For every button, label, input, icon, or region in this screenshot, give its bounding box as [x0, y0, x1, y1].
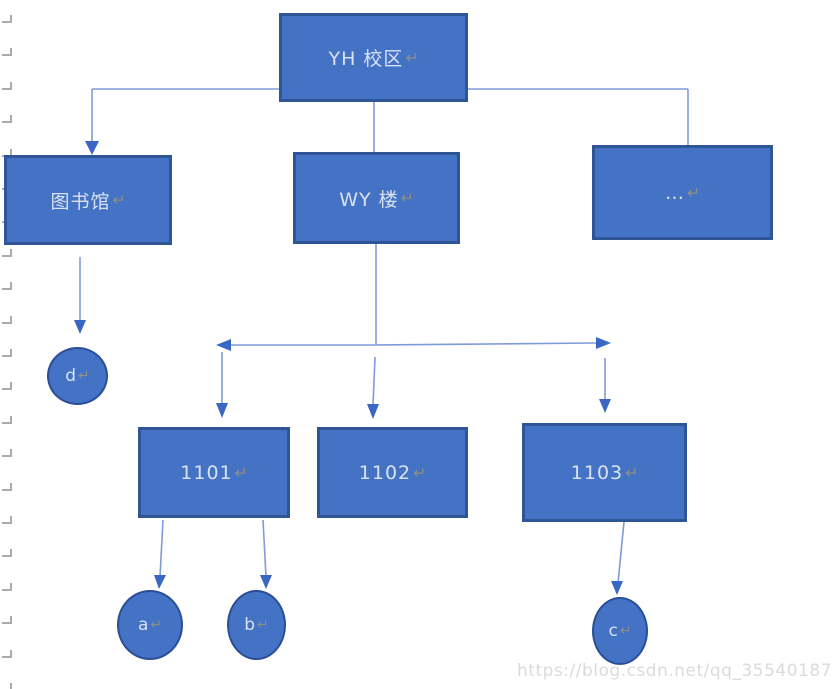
node-r1103[interactable]: 1103↵	[522, 423, 687, 522]
line-break-mark-icon: ↵	[686, 183, 701, 202]
line-break-mark-icon: ↵	[234, 463, 248, 482]
edge-r1103-c	[611, 521, 625, 595]
node-label: …	[664, 181, 685, 204]
arrowhead-icon	[596, 337, 611, 349]
node-label: a	[137, 615, 149, 635]
line-break-edge-mark-icon	[2, 415, 12, 424]
line-break-mark-icon: ↵	[625, 463, 639, 482]
node-label: 1102	[358, 461, 412, 484]
arrowhead-icon	[367, 404, 379, 419]
line-break-edge-mark-icon	[2, 115, 12, 124]
node-ellipsis[interactable]: …↵	[592, 145, 773, 240]
arrowhead-icon	[216, 339, 231, 351]
line-break-edge-mark-icon	[2, 81, 12, 90]
line-break-edge-mark-icon	[2, 616, 12, 625]
arrowhead-icon	[216, 403, 228, 418]
edge-wy-r1103	[375, 337, 611, 413]
node-label: 1101	[180, 461, 233, 484]
arrowhead-icon	[85, 141, 99, 155]
line-break-mark-icon: ↵	[150, 617, 163, 633]
node-label: b	[244, 615, 256, 635]
arrowhead-icon	[611, 581, 623, 595]
line-break-edge-mark-icon	[2, 649, 12, 658]
node-label: WY 楼	[339, 188, 399, 211]
node-r1101[interactable]: 1101↵	[138, 427, 290, 518]
node-r1102[interactable]: 1102↵	[317, 427, 468, 518]
edge-library-d	[74, 257, 86, 334]
line-break-mark-icon: ↵	[619, 623, 632, 639]
line-break-edge-mark-icon	[2, 549, 12, 558]
line-break-edge-mark-icon	[2, 516, 12, 524]
line-break-edge-mark-icon	[2, 315, 12, 324]
line-break-mark-icon: ↵	[78, 368, 90, 384]
edge-yh-library	[85, 88, 279, 155]
line-break-mark-icon: ↵	[413, 463, 427, 482]
node-a[interactable]: a↵	[117, 590, 183, 660]
line-break-edge-mark-icon	[2, 449, 12, 458]
node-wy[interactable]: WY 楼↵	[293, 152, 460, 244]
line-break-edge-mark-icon	[2, 48, 12, 57]
node-label: d	[65, 366, 77, 386]
arrowhead-icon	[599, 399, 611, 413]
node-c[interactable]: c↵	[592, 597, 648, 665]
edge-r1101-a	[154, 519, 166, 589]
line-break-edge-mark-icon	[2, 482, 12, 491]
node-label: 图书馆	[50, 190, 111, 213]
node-library[interactable]: 图书馆↵	[4, 155, 172, 245]
node-label: YH 校区	[328, 48, 404, 70]
line-break-edge-mark-icon	[2, 349, 12, 357]
line-break-mark-icon: ↵	[112, 191, 126, 209]
arrowhead-icon	[260, 575, 272, 589]
edge-wy-r1101	[216, 244, 377, 418]
line-break-edge-mark-icon	[2, 15, 12, 23]
line-break-edge-mark-icon	[2, 382, 12, 391]
line-break-mark-icon: ↵	[257, 617, 269, 633]
edge-yh-ellipsis	[468, 88, 689, 145]
arrowhead-icon	[154, 575, 166, 589]
node-d[interactable]: d↵	[47, 347, 108, 405]
node-label: 1103	[570, 461, 624, 484]
line-break-edge-mark-icon	[2, 282, 12, 291]
line-break-mark-icon: ↵	[405, 48, 419, 67]
line-break-mark-icon: ↵	[400, 189, 414, 207]
node-label: c	[608, 621, 618, 641]
node-yh[interactable]: YH 校区↵	[279, 13, 468, 102]
watermark-text: https://blog.csdn.net/qq_35540187	[517, 661, 832, 681]
edge-wy-r1102	[367, 356, 379, 419]
line-break-edge-mark-icon	[2, 683, 12, 689]
node-b[interactable]: b↵	[227, 590, 286, 660]
line-break-edge-mark-icon	[2, 248, 12, 257]
edge-r1101-b	[260, 519, 272, 589]
arrowhead-icon	[74, 320, 86, 334]
line-break-edge-mark-icon	[2, 582, 12, 591]
